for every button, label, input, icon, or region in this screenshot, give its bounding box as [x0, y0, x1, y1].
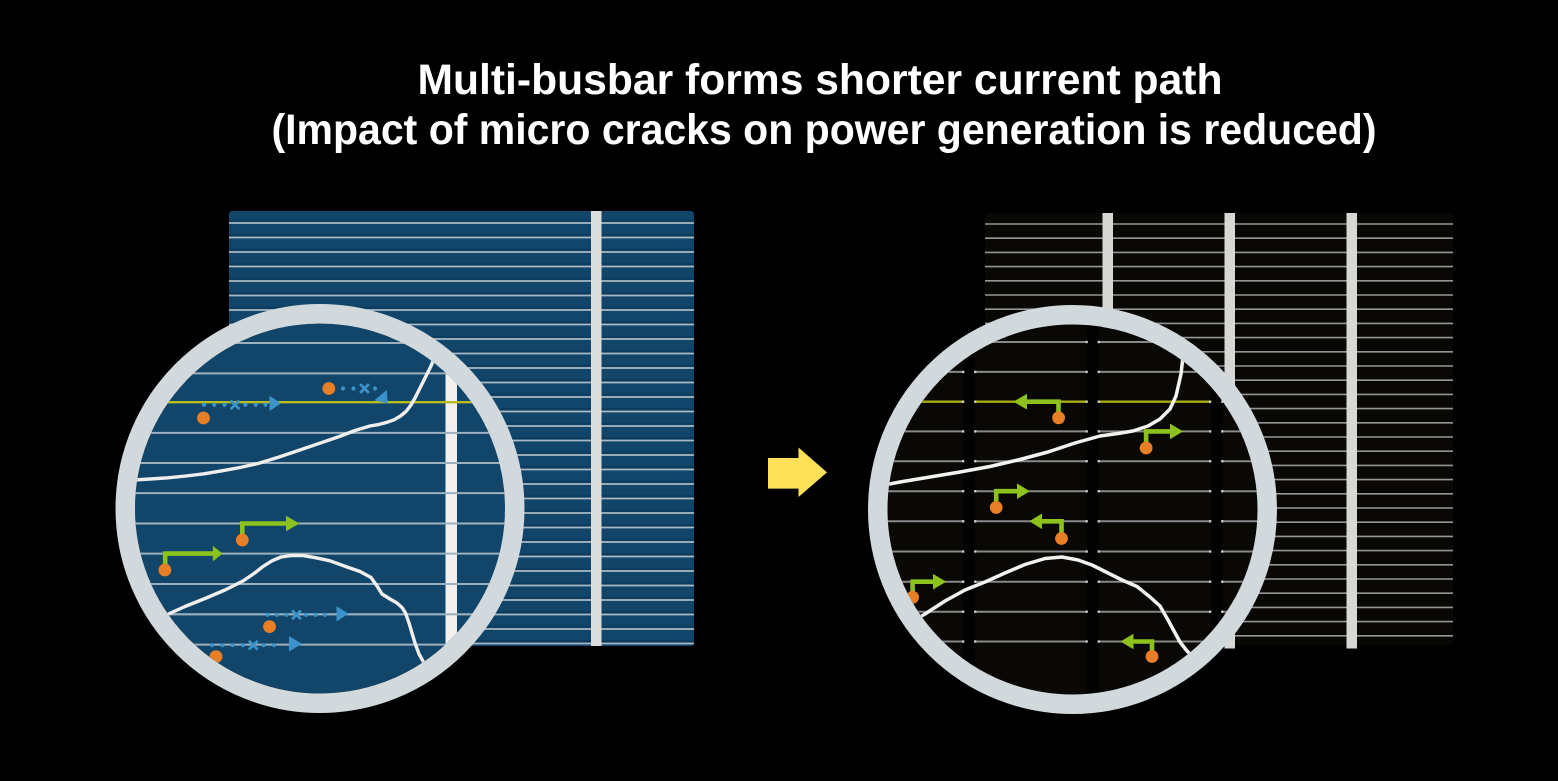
svg-text:(Impact of micro cracks on pow: (Impact of micro cracks on power generat…: [272, 106, 1377, 154]
svg-text:Multi-busbar forms shorter cur: Multi-busbar forms shorter current path: [418, 56, 1223, 104]
